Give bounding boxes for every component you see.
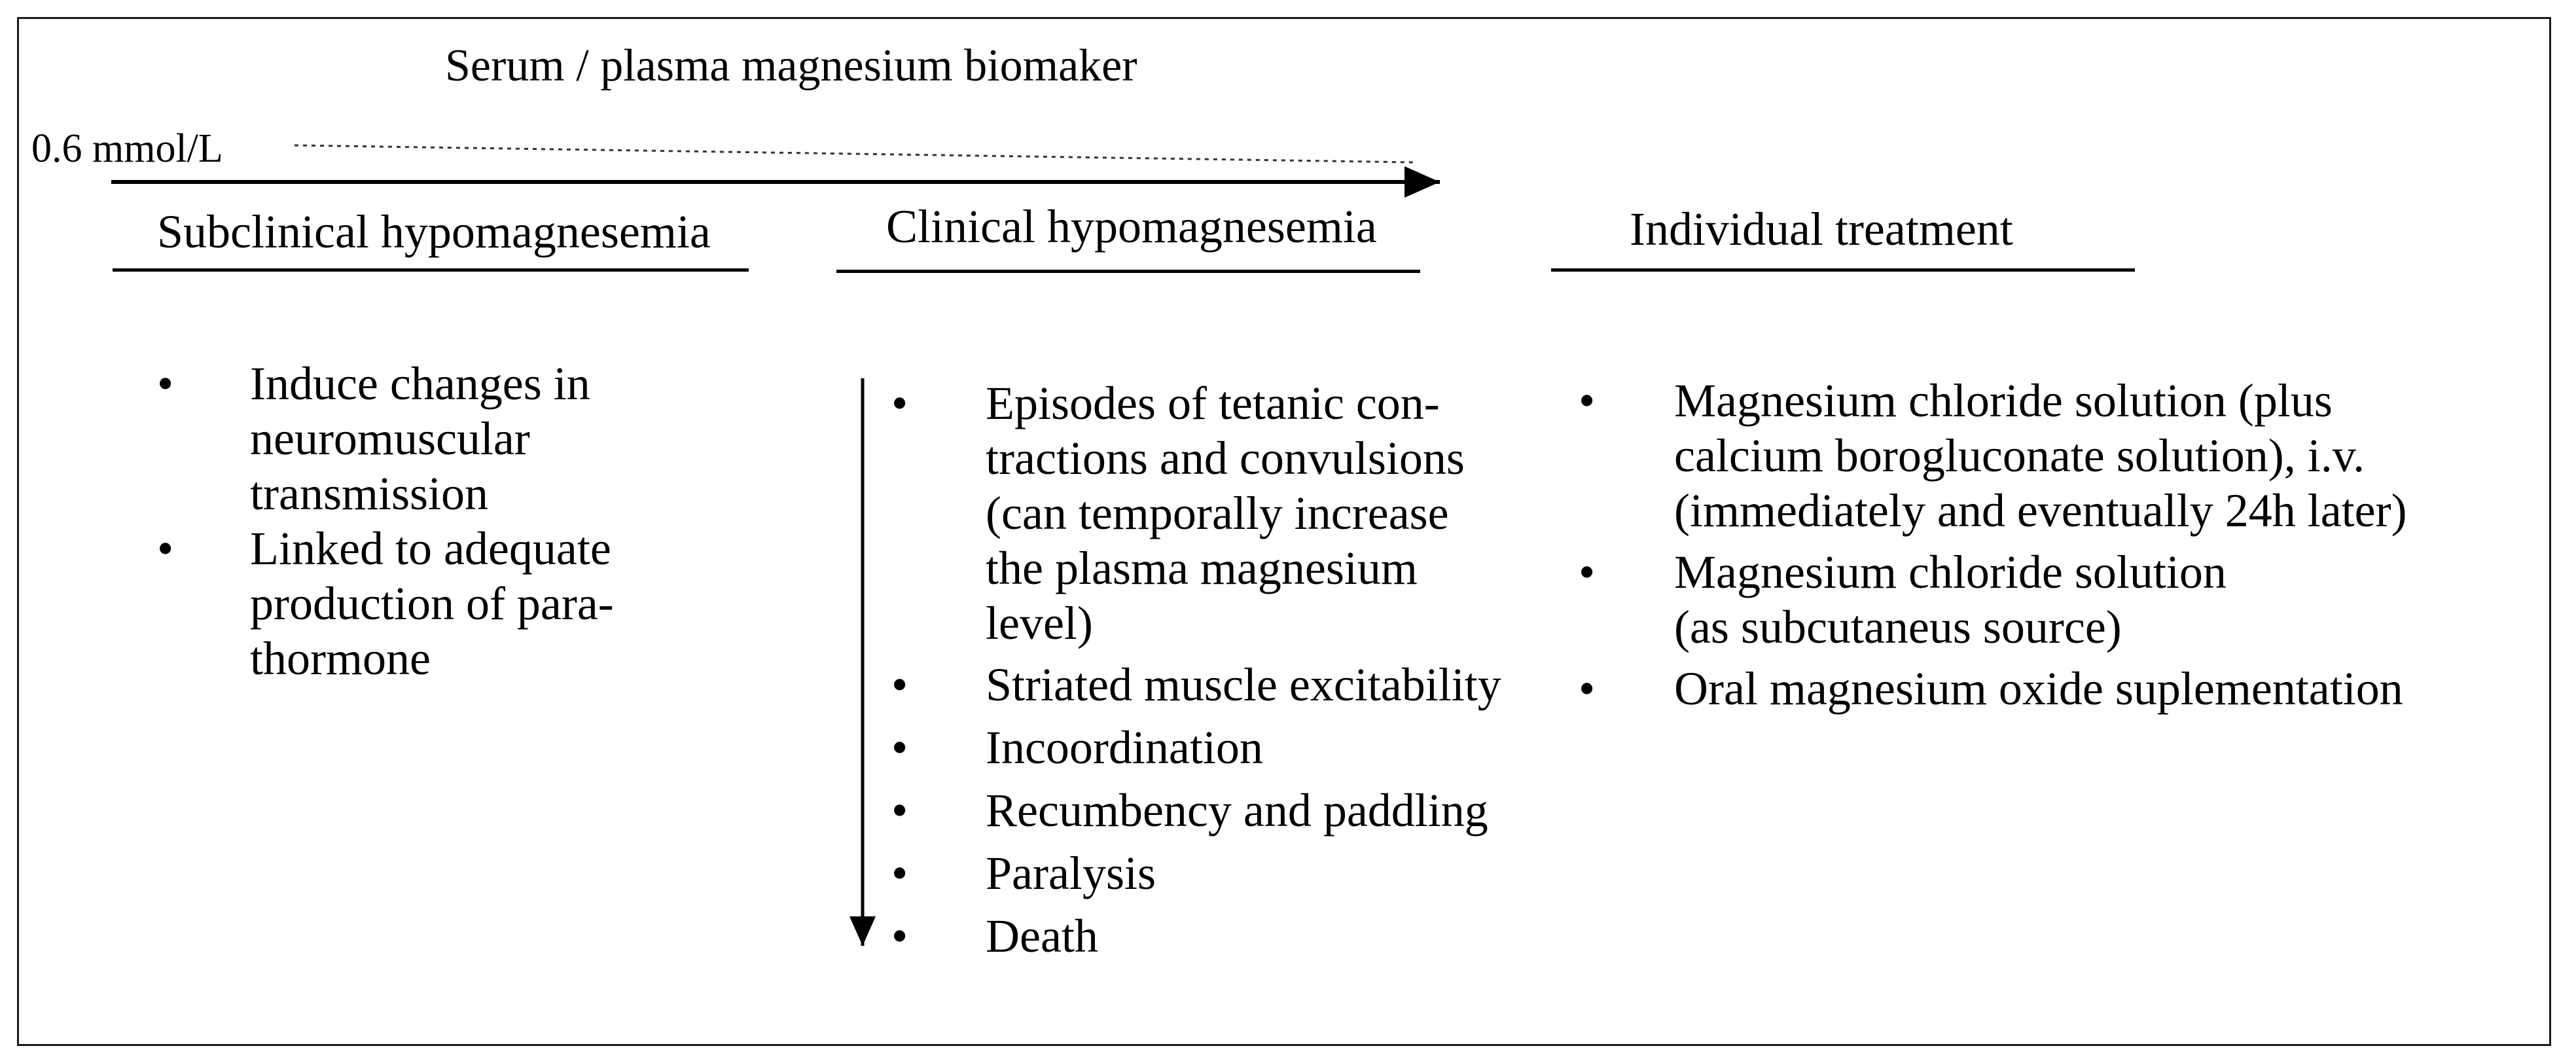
list-item-text: Induce changes in neuromuscular transmis… (250, 357, 590, 520)
heading-clinical-underline (836, 270, 1420, 273)
diagram-title: Serum / plasma magnesium biomaker (445, 41, 1137, 91)
list-item-text: Recumbency and paddling (986, 784, 1488, 837)
list-item: • Incoordination (891, 720, 1585, 775)
bullet-marker: • (891, 847, 908, 899)
list-item: • Recumbency and paddling (891, 783, 1585, 838)
list-item: • Induce changes in neuromuscular transm… (157, 356, 746, 521)
list-item-text: Episodes of tetanic con- tractions and c… (986, 377, 1465, 649)
heading-subclinical-underline (113, 268, 749, 272)
list-item-text: Paralysis (986, 847, 1156, 899)
treatment-list: • Magnesium chloride solution (plus calc… (1579, 373, 2528, 716)
list-item: • Magnesium chloride solution (plus calc… (1579, 373, 2528, 538)
list-item-text: Magnesium chloride solution (plus calciu… (1674, 374, 2407, 537)
threshold-dotted-line (294, 144, 1414, 164)
diagram-frame (17, 17, 2551, 1046)
list-item-text: Oral magnesium oxide suplementation (1674, 662, 2403, 715)
list-item-text: Death (986, 910, 1098, 962)
clinical-signs-list: • Episodes of tetanic con- tractions and… (891, 376, 1585, 964)
list-item: • Episodes of tetanic con- tractions and… (891, 376, 1585, 651)
heading-clinical: Clinical hypomagnesemia (886, 200, 1377, 253)
bullet-marker: • (1579, 546, 1596, 598)
bullet-marker: • (891, 658, 908, 711)
bullet-marker: • (1579, 374, 1596, 427)
heading-subclinical: Subclinical hypomagnesemia (157, 206, 711, 258)
list-item: • Oral magnesium oxide suplementation (1579, 661, 2528, 716)
list-item: • Death (891, 909, 1585, 964)
bullet-marker: • (891, 784, 908, 837)
list-item: • Paralysis (891, 846, 1585, 901)
bullet-marker: • (891, 721, 908, 774)
threshold-label: 0.6 mmol/L (31, 126, 223, 171)
list-item: • Striated muscle excitability (891, 657, 1585, 712)
list-item-text: Linked to adequate production of para- t… (250, 522, 614, 685)
list-item: • Magnesium chloride solution (as subcut… (1579, 545, 2528, 655)
bullet-marker: • (891, 910, 908, 962)
bullet-marker: • (157, 522, 174, 575)
list-item-text: Striated muscle excitability (986, 658, 1501, 711)
list-item: • Linked to adequate production of para-… (157, 521, 746, 686)
bullet-marker: • (1579, 662, 1596, 715)
heading-treatment: Individual treatment (1630, 203, 2013, 255)
bullet-marker: • (891, 377, 908, 429)
bullet-marker: • (157, 357, 174, 410)
list-item-text: Magnesium chloride solution (as subcutan… (1674, 546, 2227, 653)
heading-treatment-underline (1551, 268, 2135, 272)
subclinical-effects-list: • Induce changes in neuromuscular transm… (157, 356, 746, 686)
list-item-text: Incoordination (986, 721, 1263, 774)
